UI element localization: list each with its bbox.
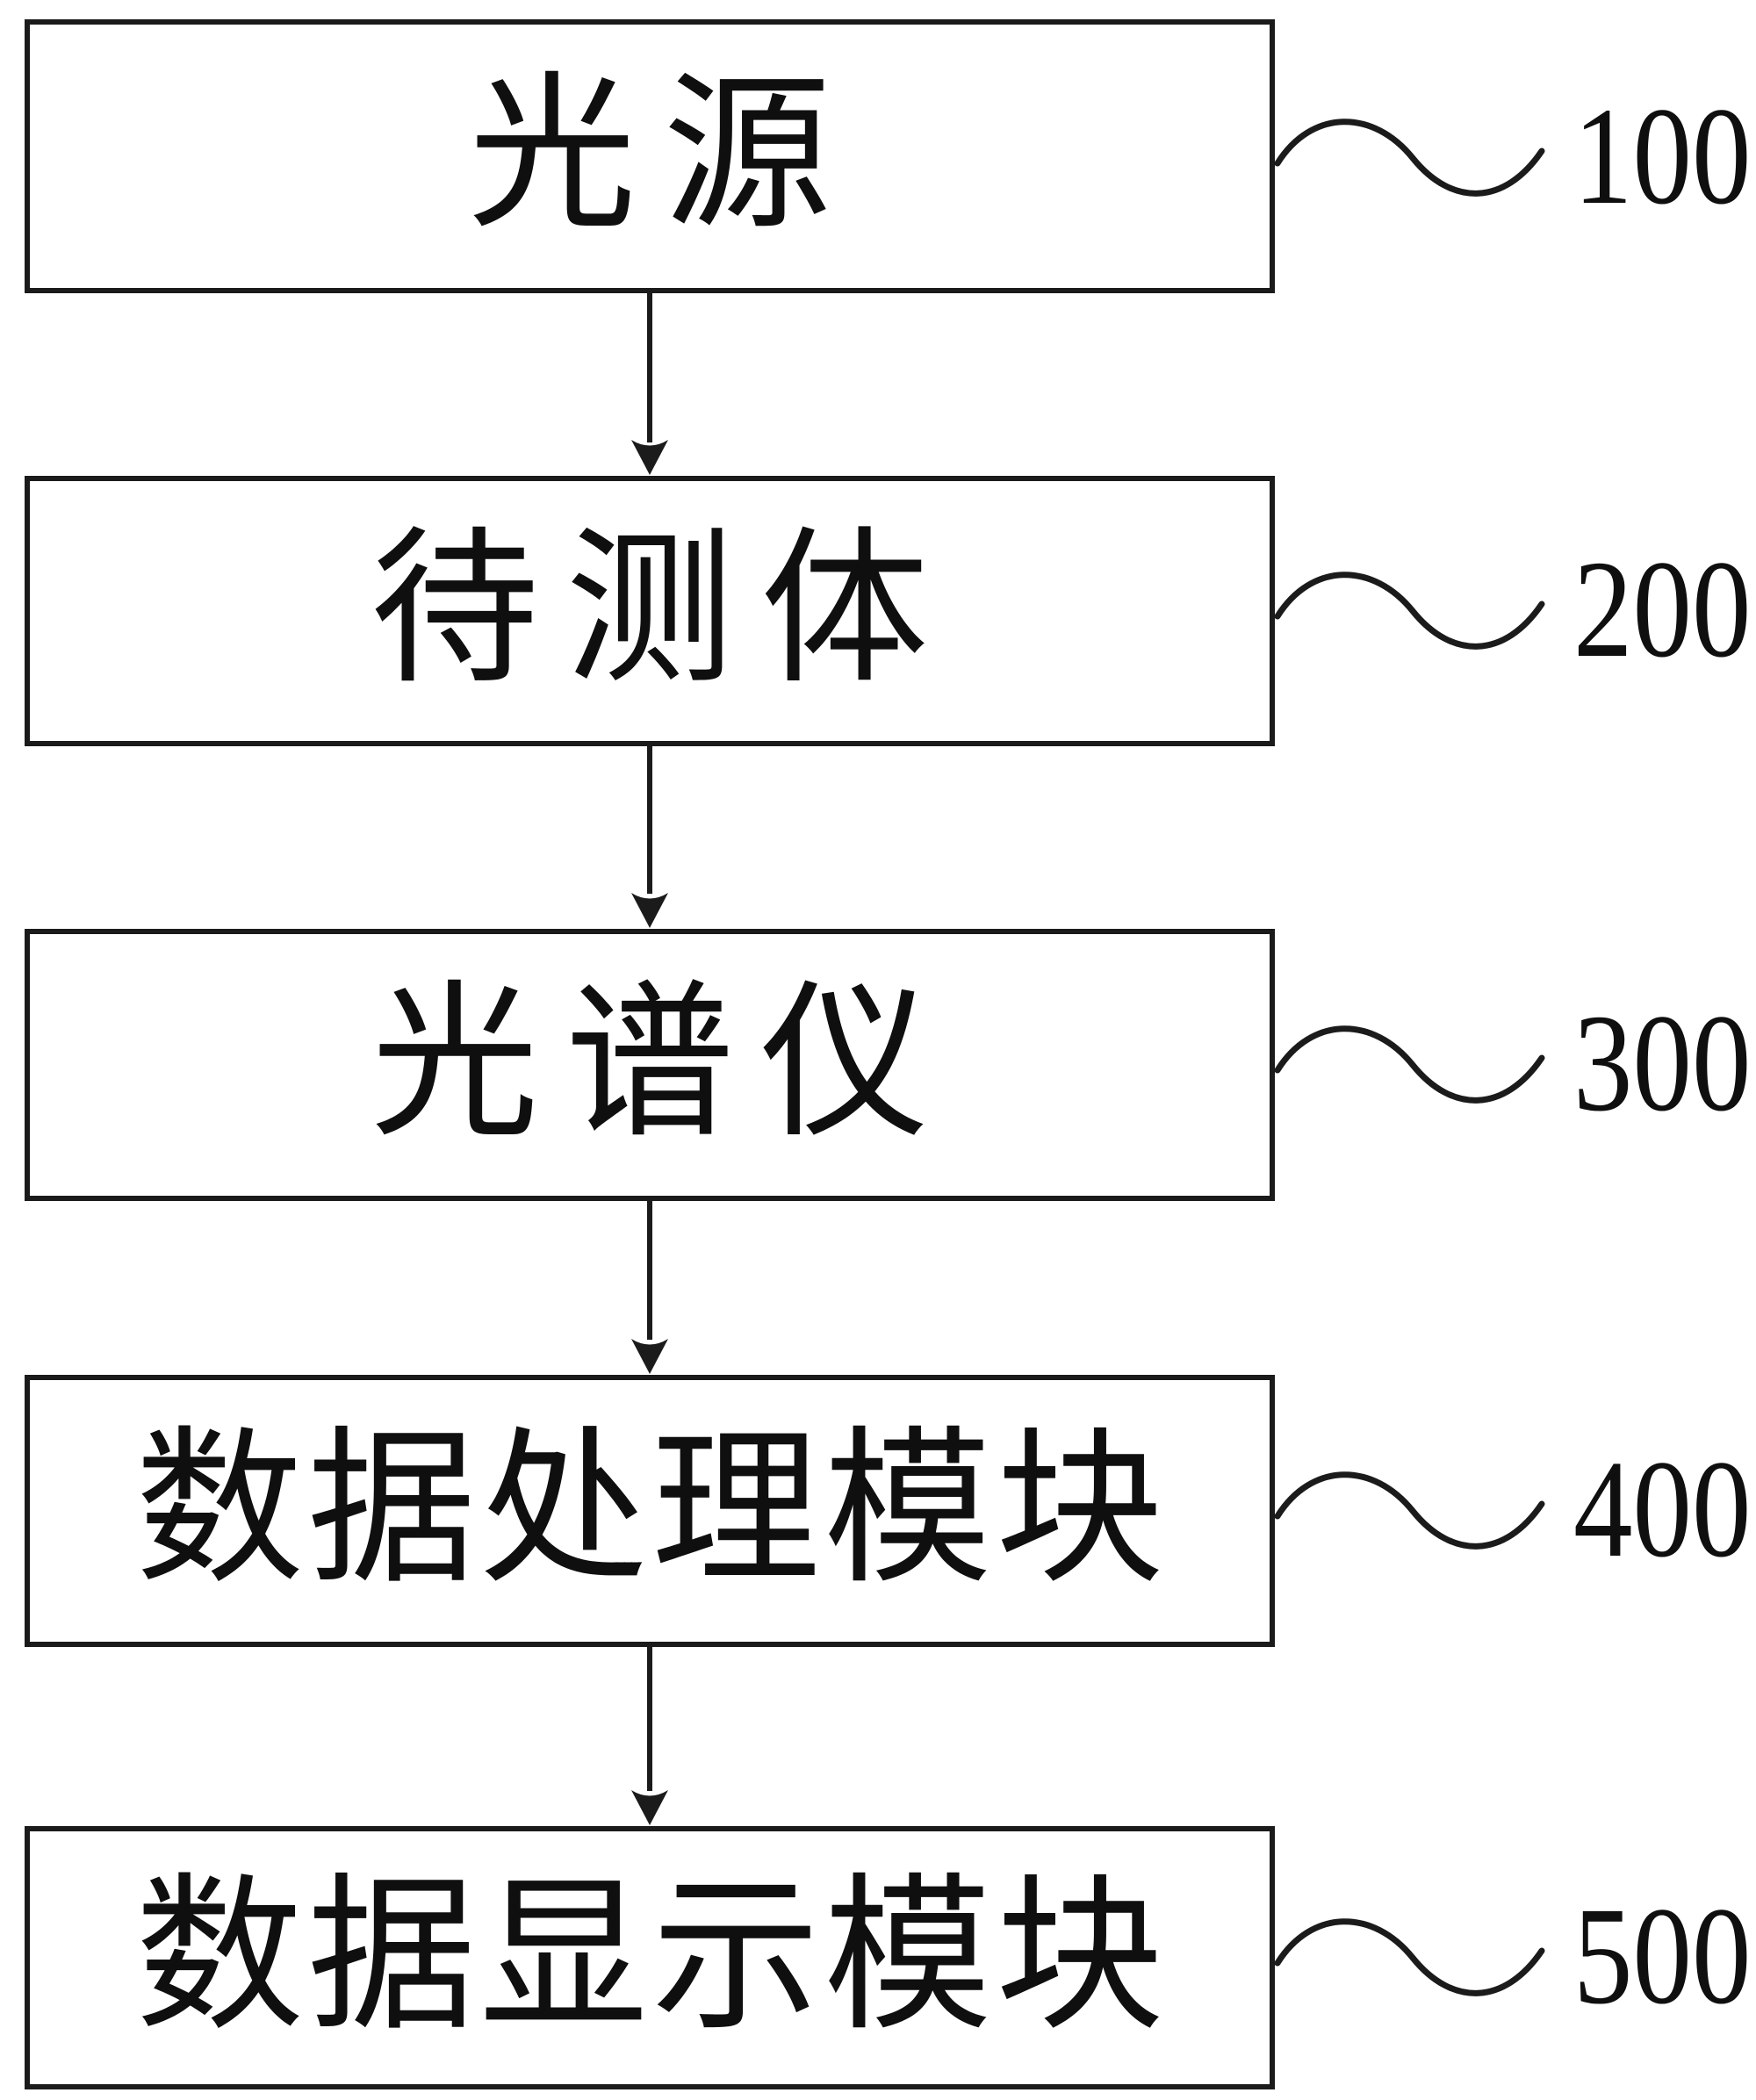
ref-number-300: 300 xyxy=(1573,986,1752,1140)
flow-arrow-shaft-1 xyxy=(647,293,652,442)
ref-number-200: 200 xyxy=(1573,532,1752,687)
ref-squiggle-300 xyxy=(1275,1025,1545,1104)
ref-squiggle-500 xyxy=(1275,1918,1545,1996)
flow-arrow-head-icon xyxy=(631,440,668,475)
flow-arrow-head-icon xyxy=(631,1339,668,1374)
ref-squiggle-400 xyxy=(1275,1471,1545,1550)
flow-arrow-shaft-2 xyxy=(647,746,652,894)
ref-number-400: 400 xyxy=(1573,1432,1752,1586)
node-box-spectrometer: 光谱仪 xyxy=(25,929,1275,1201)
flow-arrow-head-icon xyxy=(631,1790,668,1825)
node-box-data-processing-module: 数据处理模块 xyxy=(25,1375,1275,1647)
node-label-test-object: 待测体 xyxy=(371,517,955,704)
node-label-data-display-module: 数据显示模块 xyxy=(135,1864,1168,2051)
node-label-light-source: 光源 xyxy=(468,62,858,249)
ref-squiggle-100 xyxy=(1275,119,1545,197)
node-label-data-processing-module: 数据处理模块 xyxy=(135,1417,1168,1604)
node-box-light-source: 光源 xyxy=(25,19,1275,293)
node-box-data-display-module: 数据显示模块 xyxy=(25,1826,1275,2089)
flow-arrow-shaft-4 xyxy=(647,1647,652,1791)
node-label-spectrometer: 光谱仪 xyxy=(371,971,955,1158)
ref-squiggle-200 xyxy=(1275,572,1545,650)
node-box-test-object: 待测体 xyxy=(25,476,1275,746)
flow-arrow-shaft-3 xyxy=(647,1201,652,1340)
ref-number-100: 100 xyxy=(1573,79,1752,234)
flow-arrow-head-icon xyxy=(631,893,668,928)
ref-number-500: 500 xyxy=(1573,1879,1752,2033)
